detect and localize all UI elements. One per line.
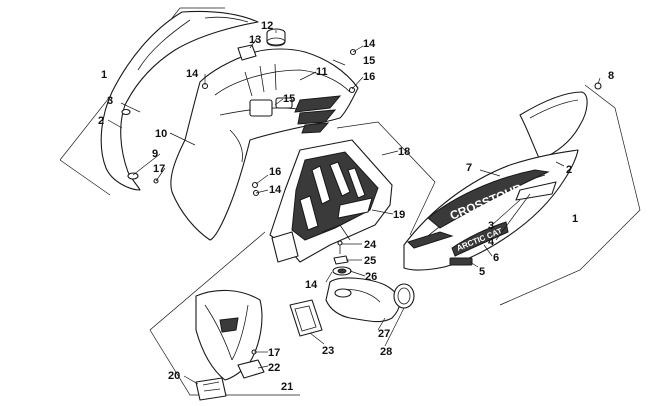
bracket-22 [237,359,265,379]
callout-14-c: 14 [269,184,282,196]
callout-3-right: 3 [488,220,494,232]
callout-17-a: 17 [153,163,165,175]
callout-10: 10 [155,128,167,140]
callout-15-b: 15 [363,55,375,67]
bracket-13-part [237,44,257,61]
callout-14-b: 14 [363,38,376,50]
callout-11: 11 [316,66,328,78]
group-bracket-18 [336,121,436,236]
callout-26: 26 [365,271,377,283]
leader-lines [107,30,601,385]
group-bracket-1-right [499,84,641,306]
callout-9: 9 [152,148,158,160]
callout-labels: 1 1 2 2 3 3 4 5 6 7 8 9 10 11 12 13 14 1… [98,20,614,393]
callout-5: 5 [479,266,485,278]
fastener-16a [348,86,356,94]
group-bracket-21 [149,231,300,396]
right-side-trim-part [519,91,588,161]
ring-28 [393,283,415,309]
bracket-20 [195,377,227,401]
callout-7: 7 [466,162,472,174]
panel-stripe-part [407,231,454,249]
callout-4: 4 [488,236,495,248]
callout-2-right: 2 [566,164,572,176]
callout-12: 12 [261,20,273,32]
callout-1-right: 1 [572,213,578,225]
callout-6: 6 [493,252,499,264]
callout-1-left: 1 [101,69,107,81]
front-hood-part [170,48,359,241]
storage-tub-part [269,139,393,263]
callout-14-d: 14 [305,279,318,291]
fastener-24 [337,240,343,254]
callout-20: 20 [168,370,180,382]
callout-16-b: 16 [269,166,281,178]
callout-8: 8 [608,70,614,82]
decal-4-part [515,181,557,201]
grommet-26 [332,266,352,276]
callout-16-a: 16 [363,71,375,83]
callout-24: 24 [364,239,377,251]
callout-3-left: 3 [107,95,113,107]
callout-13: 13 [249,34,261,46]
callout-23: 23 [322,345,334,357]
callout-2-left: 2 [98,115,104,127]
badge-5-part [449,257,473,266]
callout-15-a: 15 [283,93,295,105]
clip-25 [333,255,349,265]
fastener-14c [252,189,260,197]
left-side-trim-part [100,10,259,191]
callout-21: 21 [281,381,293,393]
callout-22: 22 [268,362,280,374]
seal-23 [289,299,323,337]
air-duct-27 [325,277,401,323]
callout-28: 28 [380,346,392,358]
callout-19: 19 [393,209,405,221]
side-panel-part [403,149,579,271]
callout-25: 25 [364,255,376,267]
callout-17-b: 17 [268,347,280,359]
callout-14-a: 14 [186,68,199,80]
callout-27: 27 [378,328,390,340]
callout-18: 18 [398,146,410,158]
